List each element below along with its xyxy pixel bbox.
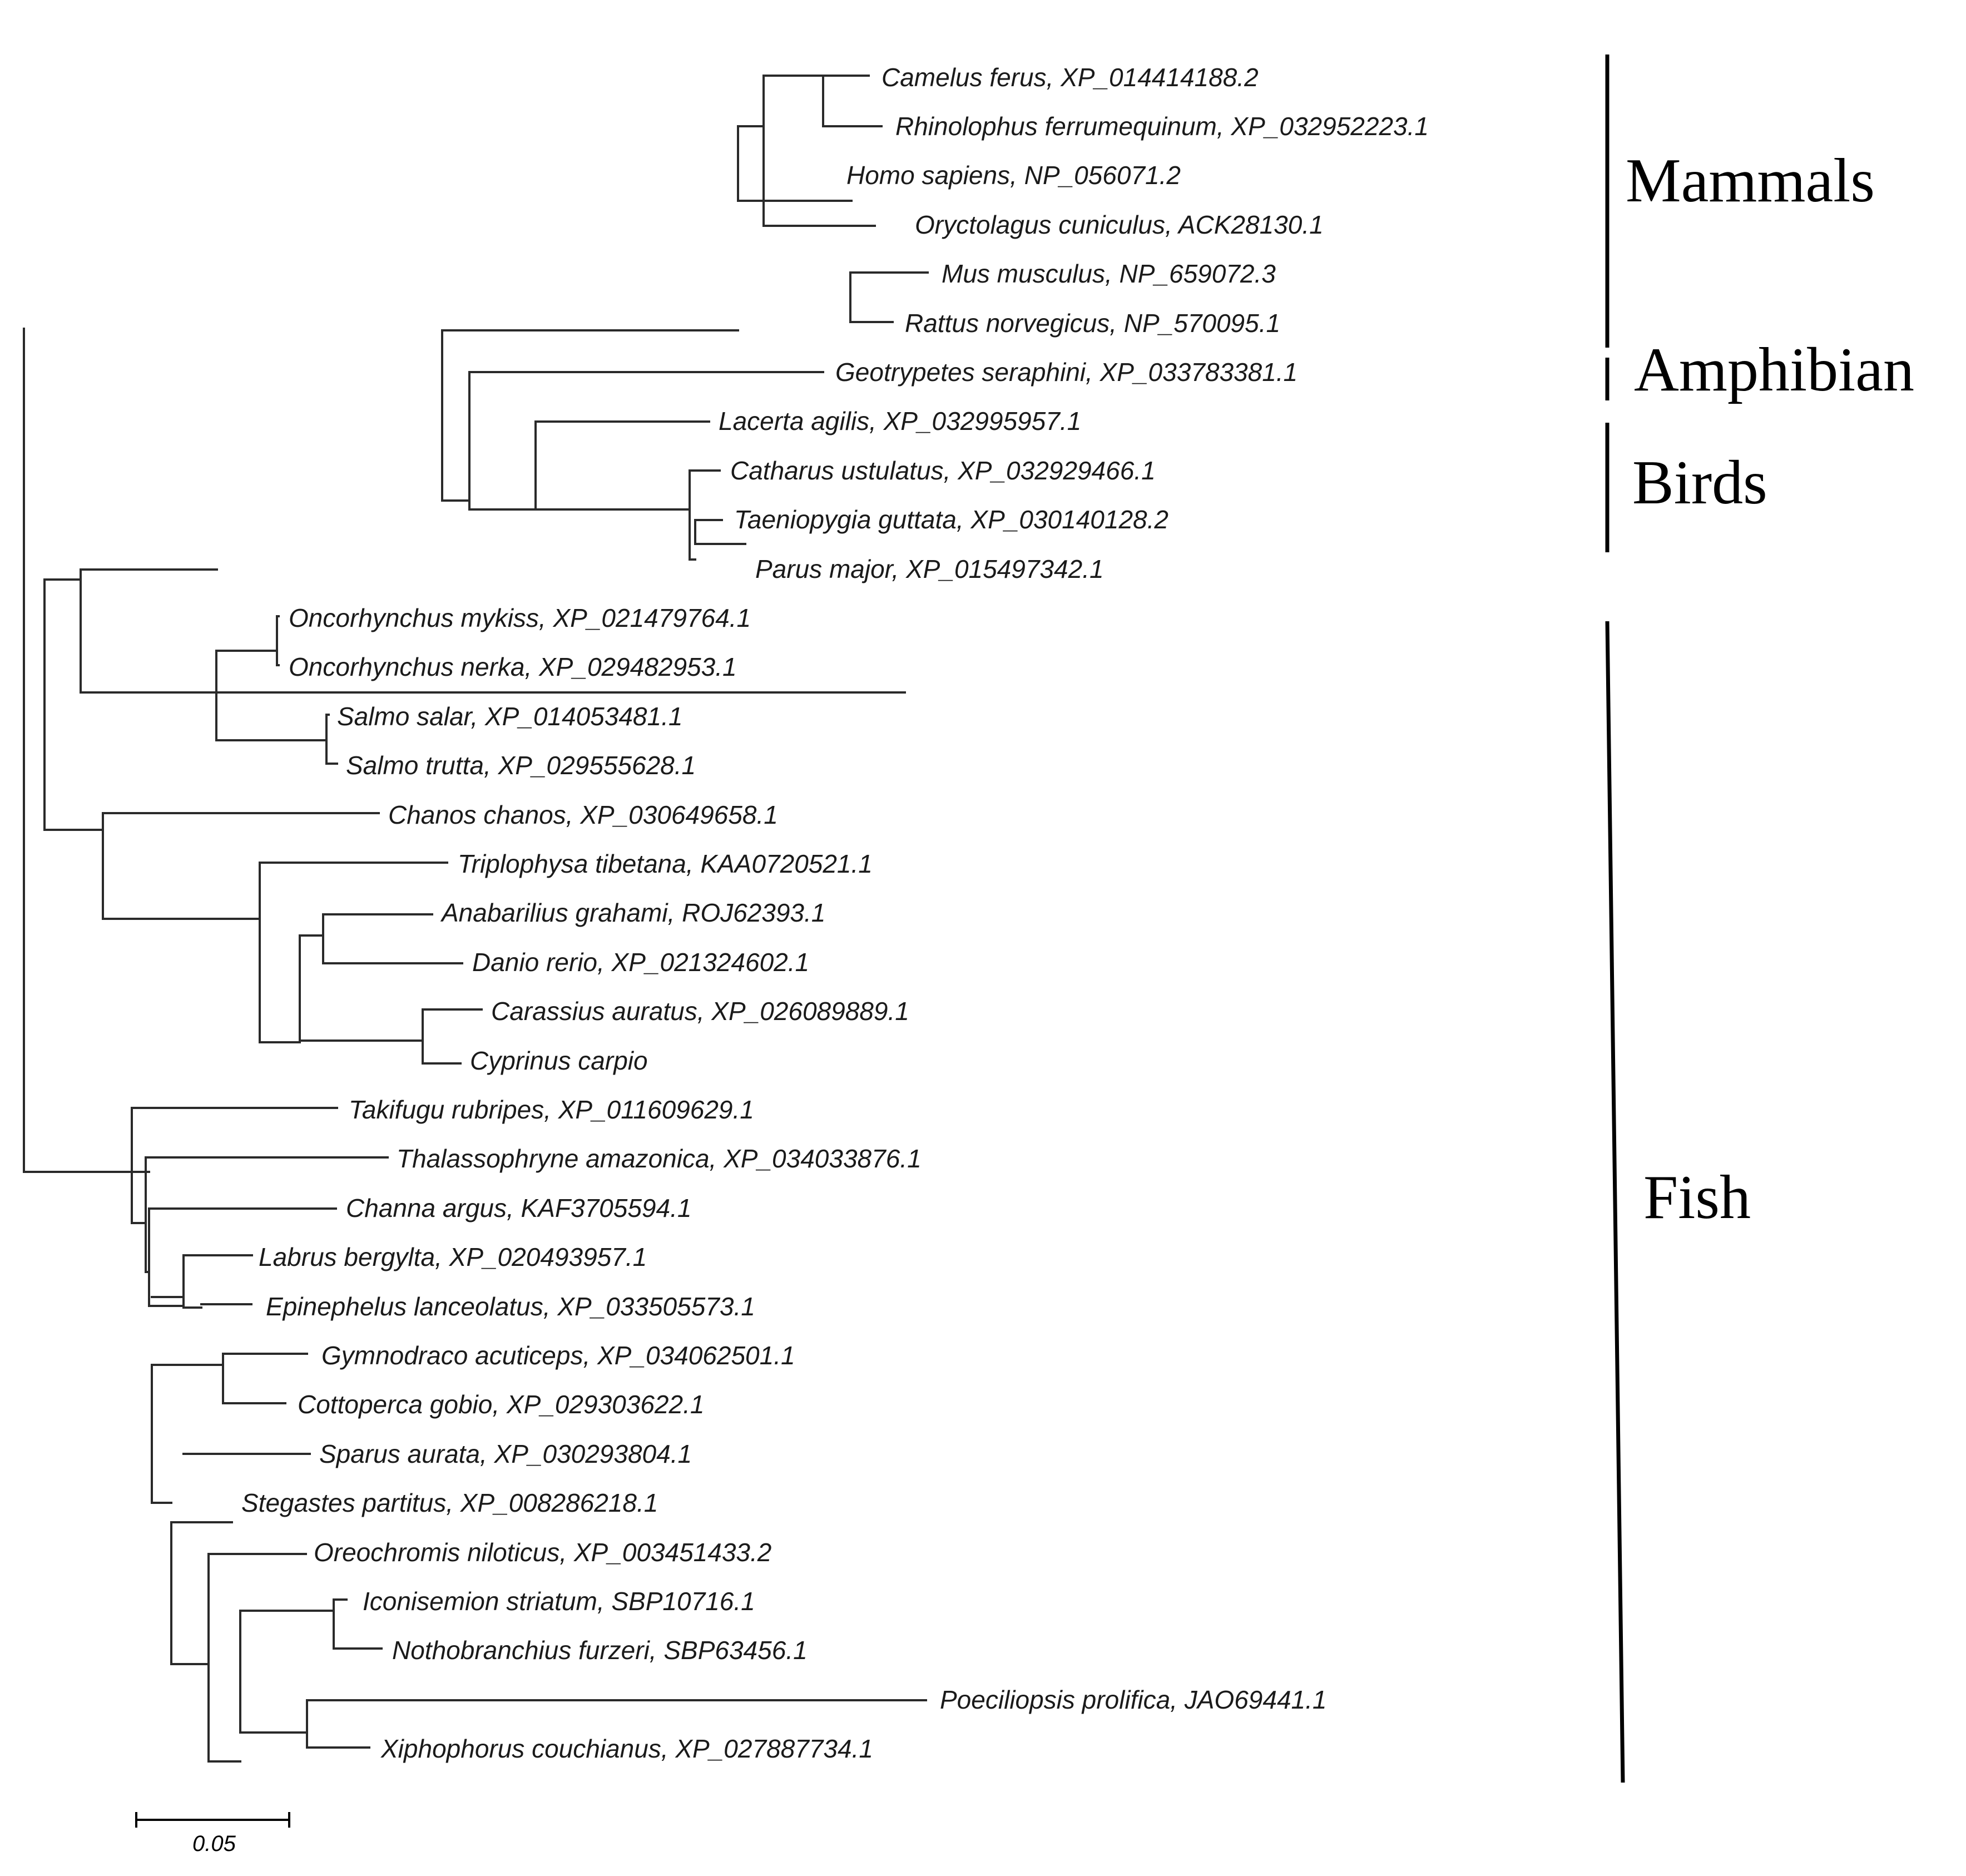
leaf-label: Cottoperca gobio, XP_029303622.1	[298, 1390, 704, 1419]
leaf-label: Thalassophryne amazonica, XP_034033876.1	[397, 1144, 922, 1173]
group-label-fish: Fish	[1643, 1163, 1751, 1232]
leaf-label: Gymnodraco acuticeps, XP_034062501.1	[321, 1341, 795, 1370]
leaf-label: Chanos chanos, XP_030649658.1	[388, 800, 778, 829]
leaf-label: Oncorhynchus nerka, XP_029482953.1	[289, 652, 737, 681]
leaf-label: Oreochromis niloticus, XP_003451433.2	[314, 1538, 771, 1567]
leaf-label: Cyprinus carpio	[470, 1046, 648, 1075]
leaf-label: Mus musculus, NP_659072.3	[942, 259, 1276, 288]
leaf-label: Sparus aurata, XP_030293804.1	[319, 1439, 692, 1468]
scale-bar-label: 0.05	[192, 1832, 236, 1856]
leaf-label: Channa argus, KAF3705594.1	[346, 1194, 691, 1222]
leaf-label: Parus major, XP_015497342.1	[755, 555, 1104, 583]
group-label-mammals: Mammals	[1626, 146, 1875, 215]
leaf-label: Taeniopygia guttata, XP_030140128.2	[734, 505, 1168, 534]
leaf-label: Catharus ustulatus, XP_032929466.1	[730, 456, 1156, 485]
leaf-label: Nothobranchius furzeri, SBP63456.1	[392, 1636, 808, 1665]
leaf-label: Homo sapiens, NP_056071.2	[846, 161, 1181, 190]
leaf-label: Labrus bergylta, XP_020493957.1	[259, 1243, 647, 1271]
leaf-label: Carassius auratus, XP_026089889.1	[491, 997, 909, 1026]
leaf-label: Oryctolagus cuniculus, ACK28130.1	[915, 210, 1324, 239]
tree-branches	[23, 75, 929, 1763]
leaf-label: Anabarilius grahami, ROJ62393.1	[440, 898, 825, 927]
leaf-label: Iconisemion striatum, SBP10716.1	[363, 1587, 755, 1616]
leaf-label: Epinephelus lanceolatus, XP_033505573.1	[266, 1292, 755, 1321]
leaf-label: Geotrypetes seraphini, XP_033783381.1	[835, 358, 1298, 387]
leaf-label: Triplophysa tibetana, KAA0720521.1	[458, 849, 873, 878]
leaf-label: Salmo salar, XP_014053481.1	[337, 702, 682, 731]
leaf-label: Salmo trutta, XP_029555628.1	[346, 751, 696, 780]
leaf-label: Rhinolophus ferrumequinum, XP_032952223.…	[895, 112, 1429, 141]
leaf-label: Lacerta agilis, XP_032995957.1	[719, 407, 1081, 435]
leaf-label: Rattus norvegicus, NP_570095.1	[905, 309, 1280, 338]
leaf-label: Camelus ferus, XP_014414188.2	[882, 63, 1259, 92]
group-label-birds: Birds	[1632, 448, 1767, 517]
group-label-amphibian: Amphibian	[1634, 335, 1914, 404]
leaf-label: Stegastes partitus, XP_008286218.1	[241, 1488, 658, 1517]
fish-bracket	[1605, 621, 1625, 1783]
leaf-label: Xiphophorus couchianus, XP_027887734.1	[380, 1734, 873, 1763]
leaf-label: Danio rerio, XP_021324602.1	[472, 948, 809, 977]
leaf-label: Takifugu rubripes, XP_011609629.1	[349, 1095, 754, 1124]
scale-bar: 0.05	[135, 1812, 290, 1856]
clade-groups: Mammals Amphibian Birds Fish	[1605, 55, 1914, 1783]
leaf-label: Poeciliopsis prolifica, JAO69441.1	[940, 1685, 1326, 1714]
leaf-labels: Camelus ferus, XP_014414188.2 Rhinolophu…	[241, 63, 1429, 1763]
leaf-label: Oncorhynchus mykiss, XP_021479764.1	[289, 603, 751, 632]
